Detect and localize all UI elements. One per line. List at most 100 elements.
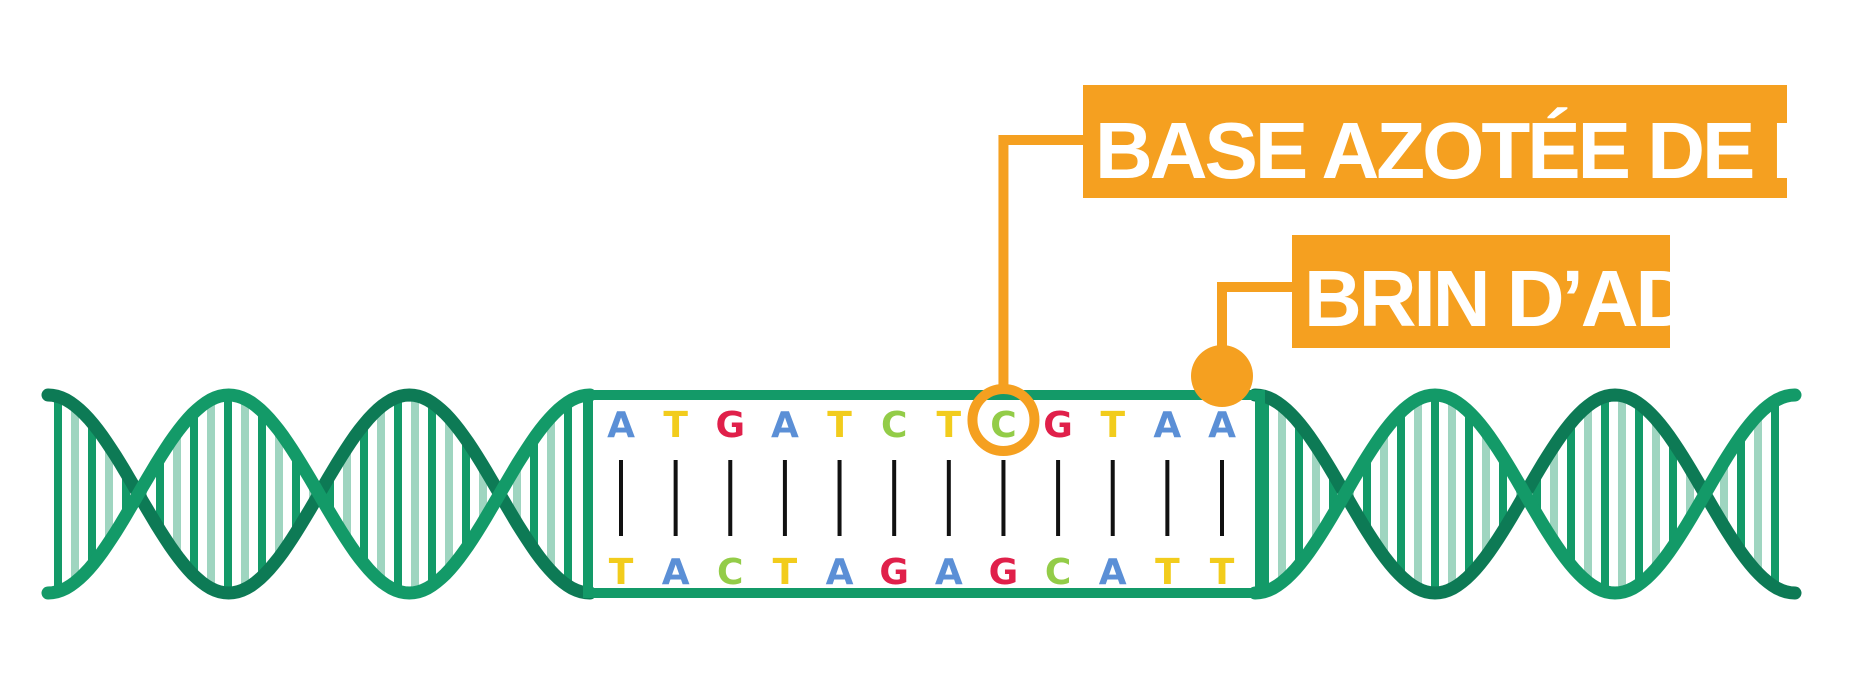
base-bottom: A xyxy=(935,552,963,593)
helix-rung xyxy=(1278,405,1286,583)
base-bottom: T xyxy=(773,552,798,593)
helix-rung xyxy=(564,402,572,586)
callout-base-line xyxy=(998,135,1090,390)
base-top: A xyxy=(1153,405,1181,446)
helix-rung xyxy=(1312,446,1320,542)
helix-rung xyxy=(326,475,334,513)
base-top: A xyxy=(771,405,799,446)
helix-rung xyxy=(1584,405,1592,583)
base-top: T xyxy=(827,405,852,446)
helix-rung xyxy=(275,430,283,558)
helix-rung xyxy=(292,455,300,533)
strand-label-box xyxy=(1292,235,1670,348)
helix-rung xyxy=(394,396,402,592)
base-top: T xyxy=(1100,405,1125,446)
helix-rung xyxy=(54,396,62,592)
helix-rung xyxy=(1652,419,1660,569)
helix-rung xyxy=(1533,473,1541,515)
base-bottom: A xyxy=(826,552,854,593)
helix-rung xyxy=(122,472,130,516)
hydrogen-bond xyxy=(837,460,842,536)
hydrogen-bond xyxy=(1220,460,1224,536)
base-top: A xyxy=(607,405,635,446)
helix-right xyxy=(1248,388,1802,600)
base-top: T xyxy=(663,405,688,446)
hydrogen-bond xyxy=(1001,460,1006,536)
hydrogen-bond xyxy=(946,460,951,536)
base-bottom: T xyxy=(609,552,634,593)
helix-rung xyxy=(428,402,436,586)
base-highlight-ring xyxy=(967,384,1040,456)
helix-rung xyxy=(1431,395,1439,593)
base-label: BASE AZOTÉE DE L’ADN xyxy=(1095,106,1871,195)
helix-rung xyxy=(71,405,79,583)
helix-rung xyxy=(360,424,368,564)
helix-rung xyxy=(1601,396,1609,592)
helix-rung xyxy=(173,432,181,556)
strand-label: BRIN D’ADN xyxy=(1304,254,1745,343)
hydrogen-bond xyxy=(619,460,623,536)
base-bottom: C xyxy=(717,552,743,593)
hydrogen-bond xyxy=(1165,460,1170,536)
hydrogen-bond xyxy=(728,460,733,536)
helix-rung xyxy=(1499,456,1507,532)
helix-rung xyxy=(1567,422,1575,566)
helix-rung xyxy=(207,399,215,589)
hydrogen-bond xyxy=(1056,460,1061,536)
base-bottom: G xyxy=(989,552,1019,593)
helix-rung xyxy=(105,445,113,543)
helix-rung xyxy=(1737,435,1745,553)
helix-left xyxy=(41,388,597,600)
helix-rung xyxy=(190,412,198,576)
helix-rung xyxy=(377,406,385,582)
base-bottom: T xyxy=(1210,552,1235,593)
helix-rung xyxy=(1414,399,1422,589)
base-top: G xyxy=(715,405,745,446)
helix-rung xyxy=(513,464,521,524)
helix-rung xyxy=(1448,399,1456,589)
helix-rung xyxy=(224,395,232,593)
base-top: T xyxy=(937,405,962,446)
base-bottom: C xyxy=(1045,552,1071,593)
helix-rung xyxy=(1295,422,1303,566)
hydrogen-bond xyxy=(1110,460,1115,536)
ladder-end xyxy=(583,390,593,598)
helix-rung xyxy=(258,411,266,577)
base-bottom: A xyxy=(1099,552,1127,593)
helix-rung xyxy=(547,416,555,572)
base-bottom: A xyxy=(662,552,690,593)
base-top: G xyxy=(1043,405,1073,446)
callout-strand: BRIN D’ADN xyxy=(1191,235,1748,407)
base-bottom: T xyxy=(1155,552,1180,593)
helix-rung xyxy=(88,422,96,566)
helix-backbone xyxy=(41,388,597,600)
helix-rung xyxy=(530,438,538,550)
callout-base: BASE AZOTÉE DE L’ADN xyxy=(967,85,1871,456)
helix-rung xyxy=(1635,403,1643,585)
helix-rung xyxy=(1618,395,1626,593)
helix-rung xyxy=(1363,456,1371,532)
base-label-box xyxy=(1083,85,1787,198)
helix-rung xyxy=(445,417,453,571)
base-top: C xyxy=(990,405,1016,446)
ladder-frame xyxy=(583,390,1265,598)
helix-rung xyxy=(156,457,164,531)
helix-rung xyxy=(241,398,249,590)
helix-rung xyxy=(1669,441,1677,547)
base-bottom: G xyxy=(879,552,909,593)
helix-rung xyxy=(1686,468,1694,520)
base-top: C xyxy=(881,405,907,446)
helix-rung xyxy=(1550,446,1558,542)
helix-rung xyxy=(343,447,351,541)
helix-rung xyxy=(1754,414,1762,574)
hydrogen-bond xyxy=(782,460,787,536)
helix-rung xyxy=(1329,473,1337,515)
hydrogen-bond xyxy=(673,460,678,536)
hydrogen-bond xyxy=(892,460,897,536)
helix-rung xyxy=(411,395,419,593)
ladder-top-strand xyxy=(583,390,1260,400)
strand-marker-dot xyxy=(1191,345,1253,407)
helix-rung xyxy=(1380,431,1388,557)
